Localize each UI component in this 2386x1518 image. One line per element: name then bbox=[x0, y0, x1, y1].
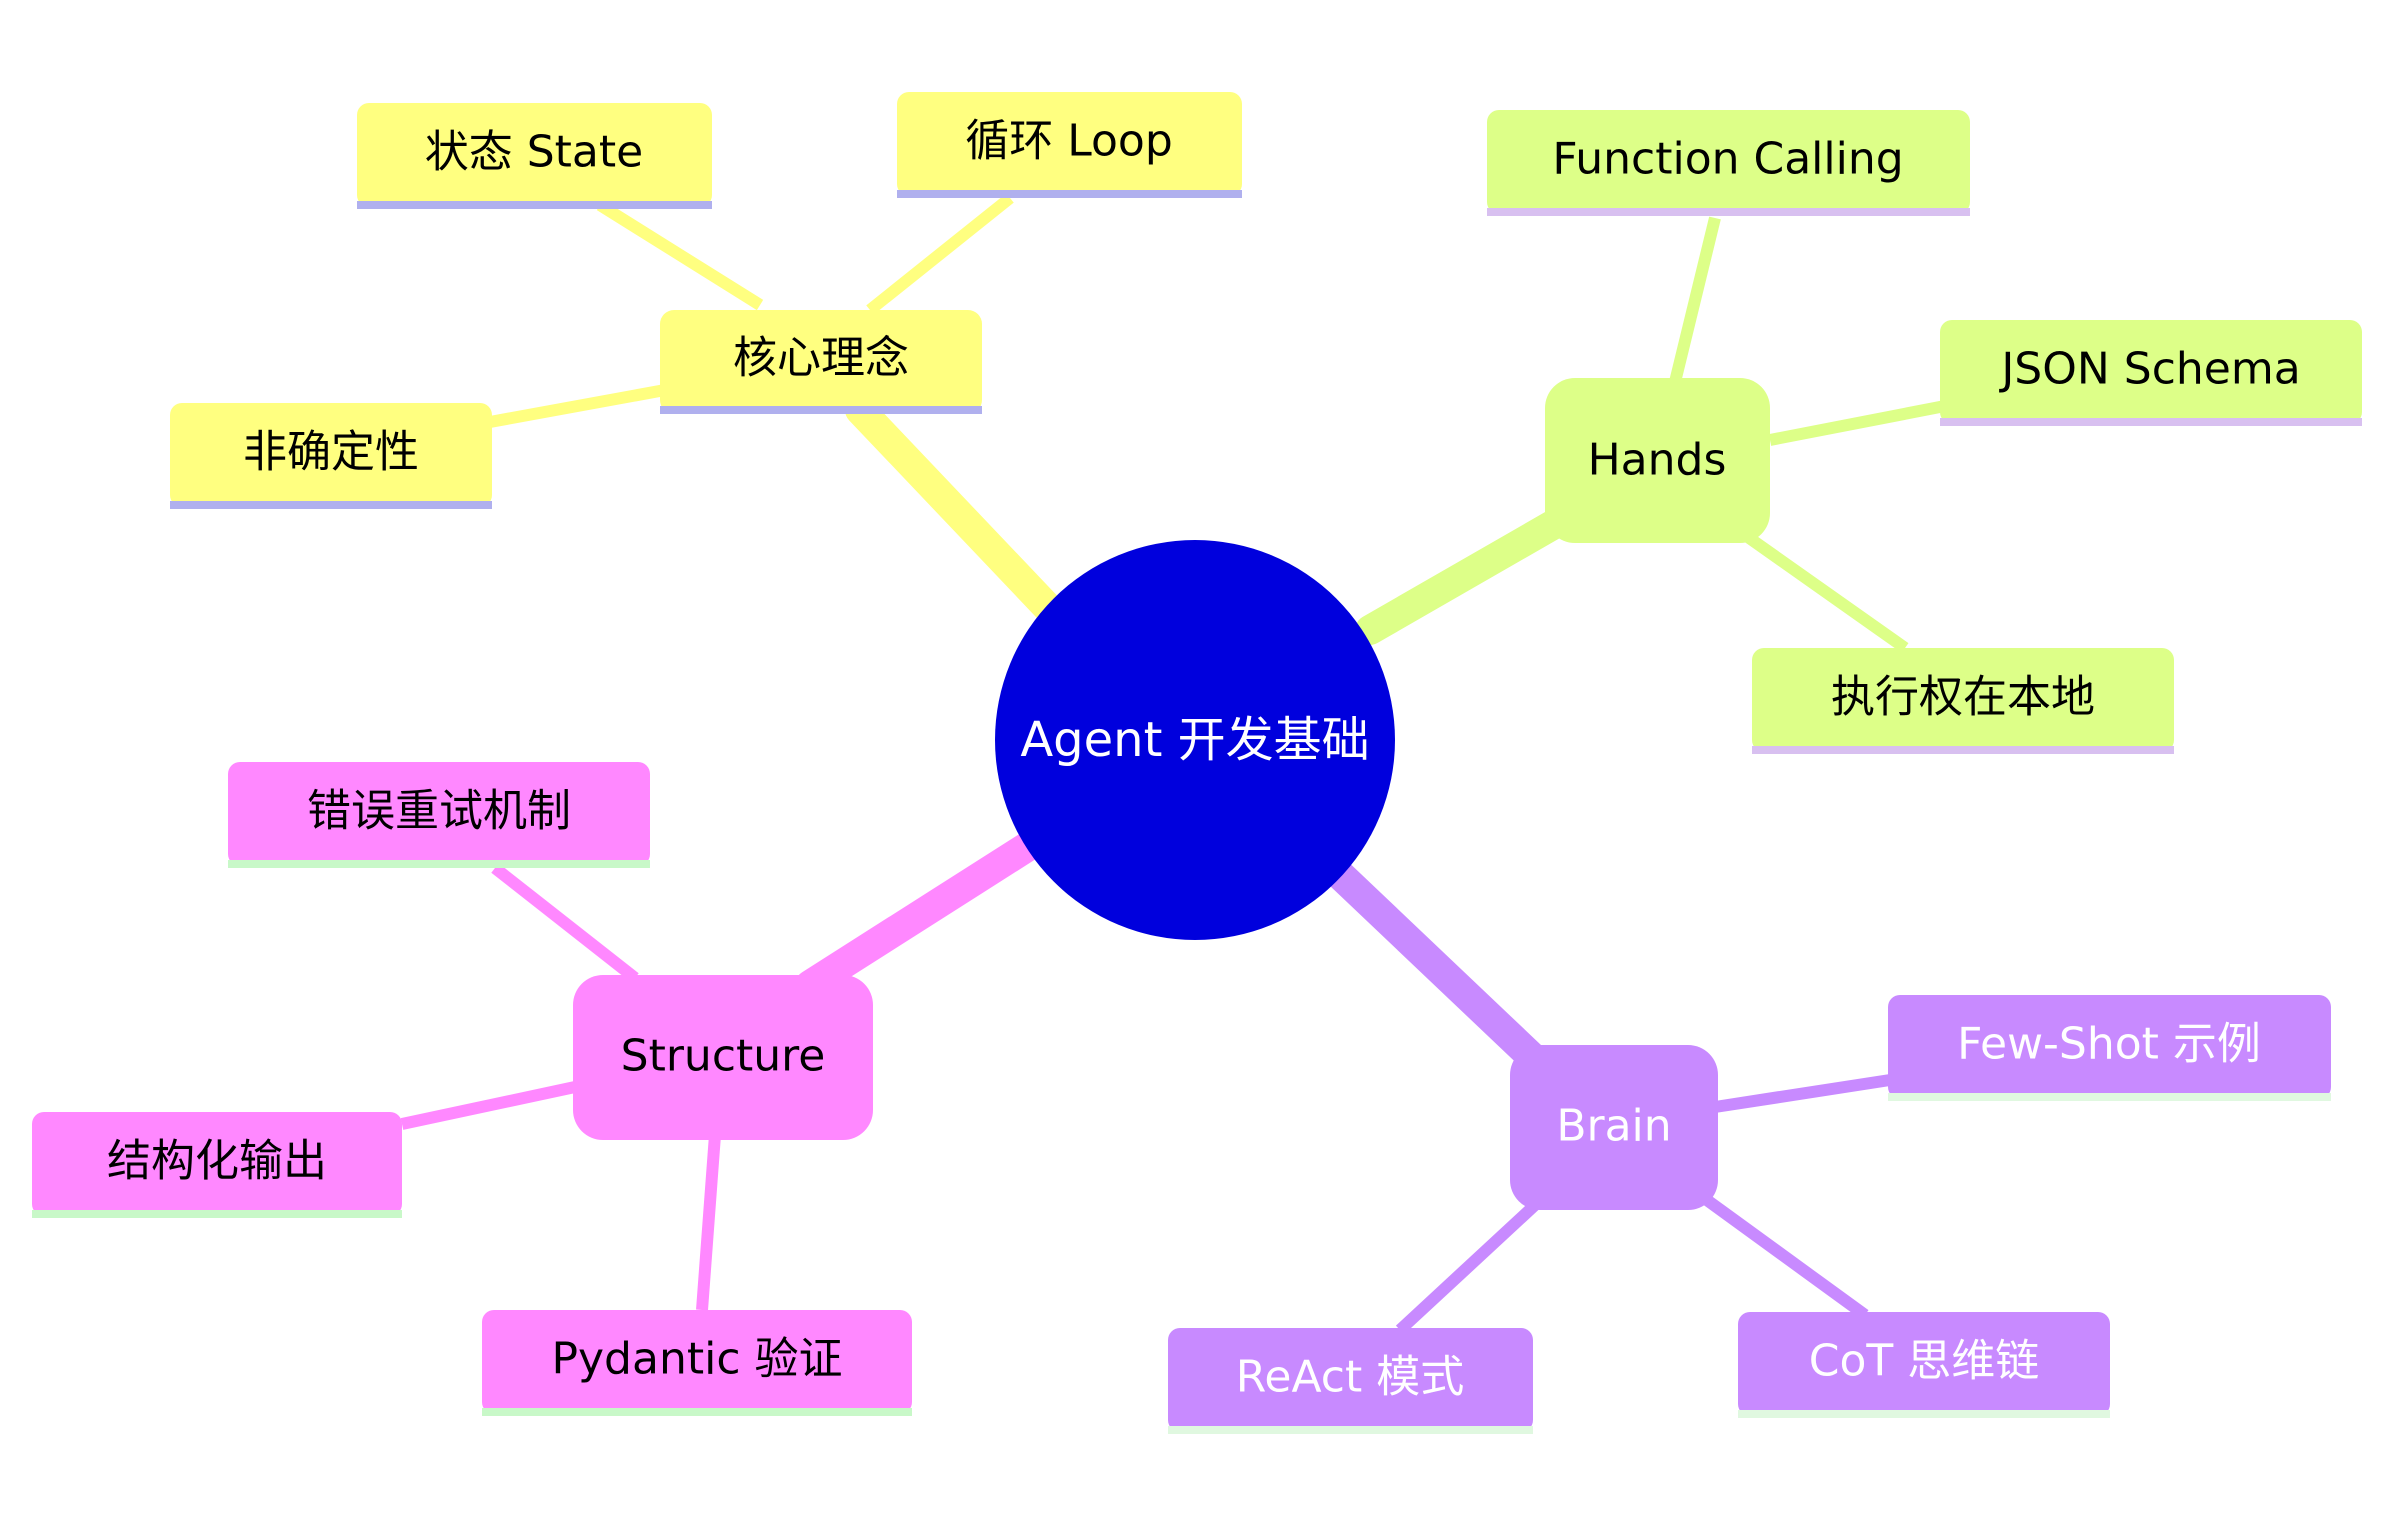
edge-hands-json-schema bbox=[1768, 400, 1947, 446]
leaf-label-pydantic: Pydantic 验证 bbox=[551, 1334, 842, 1385]
root-label: Agent 开发基础 bbox=[1020, 712, 1369, 768]
leaf-node-function-calling[interactable]: Function Calling bbox=[1487, 110, 1970, 216]
root-node[interactable]: Agent 开发基础 bbox=[995, 540, 1395, 940]
leaf-label-json-schema: JSON Schema bbox=[1998, 344, 2300, 395]
edge-brain-fewshot bbox=[1714, 1074, 1891, 1113]
leaf-node-json-schema[interactable]: JSON Schema bbox=[1940, 320, 2362, 426]
edge-structure-retry bbox=[491, 863, 639, 983]
leaf-label-react: ReAct 模式 bbox=[1236, 1352, 1464, 1403]
branch-node-hands[interactable]: Hands bbox=[1545, 378, 1770, 543]
edge-root-hands bbox=[1355, 500, 1585, 645]
leaf-node-local-exec[interactable]: 执行权在本地 bbox=[1752, 648, 2174, 754]
leaf-label-state: 状态 State bbox=[425, 127, 643, 178]
branch-node-core[interactable]: 核心理念 bbox=[660, 310, 982, 414]
edge-root-core bbox=[845, 395, 1065, 625]
edge-core-state bbox=[596, 199, 764, 311]
branch-label-hands: Hands bbox=[1588, 435, 1727, 486]
leaf-label-local-exec: 执行权在本地 bbox=[1831, 672, 2095, 723]
edges bbox=[400, 193, 1947, 1335]
edge-hands-function-calling bbox=[1669, 216, 1721, 384]
leaf-node-fewshot[interactable]: Few-Shot 示例 bbox=[1888, 995, 2331, 1101]
leaf-label-structured-output: 结构化输出 bbox=[107, 1136, 327, 1187]
leaf-node-nondeterminism[interactable]: 非确定性 bbox=[170, 403, 492, 509]
leaf-label-retry: 错误重试机制 bbox=[307, 786, 571, 837]
edge-structure-output bbox=[400, 1081, 577, 1130]
edge-brain-cot bbox=[1696, 1190, 1869, 1320]
leaf-node-state[interactable]: 状态 State bbox=[357, 103, 712, 209]
leaf-label-cot: CoT 思维链 bbox=[1809, 1336, 2040, 1387]
branch-node-brain[interactable]: Brain bbox=[1510, 1045, 1718, 1210]
leaf-node-react[interactable]: ReAct 模式 bbox=[1168, 1328, 1533, 1434]
edge-root-structure bbox=[795, 830, 1045, 1000]
leaf-node-structured-output[interactable]: 结构化输出 bbox=[32, 1112, 402, 1218]
edge-core-nondeterminism bbox=[488, 384, 667, 428]
edge-brain-react bbox=[1395, 1200, 1540, 1335]
branch-label-brain: Brain bbox=[1556, 1101, 1671, 1152]
leaf-label-function-calling: Function Calling bbox=[1552, 134, 1903, 185]
branch-label-structure: Structure bbox=[621, 1031, 826, 1082]
leaf-label-loop: 循环 Loop bbox=[965, 116, 1173, 167]
leaf-node-retry[interactable]: 错误重试机制 bbox=[228, 762, 650, 868]
edge-structure-pydantic bbox=[696, 1134, 721, 1311]
edge-root-brain bbox=[1320, 855, 1550, 1075]
leaf-label-nondeterminism: 非确定性 bbox=[243, 427, 419, 478]
leaf-label-fewshot: Few-Shot 示例 bbox=[1957, 1019, 2261, 1070]
branch-label-core: 核心理念 bbox=[733, 333, 909, 384]
edge-core-loop bbox=[866, 193, 1014, 315]
edge-hands-local-exec bbox=[1741, 530, 1909, 653]
leaf-node-loop[interactable]: 循环 Loop bbox=[897, 92, 1242, 198]
leaf-node-pydantic[interactable]: Pydantic 验证 bbox=[482, 1310, 912, 1416]
branch-node-structure[interactable]: Structure bbox=[573, 975, 873, 1140]
leaf-node-cot[interactable]: CoT 思维链 bbox=[1738, 1312, 2110, 1418]
